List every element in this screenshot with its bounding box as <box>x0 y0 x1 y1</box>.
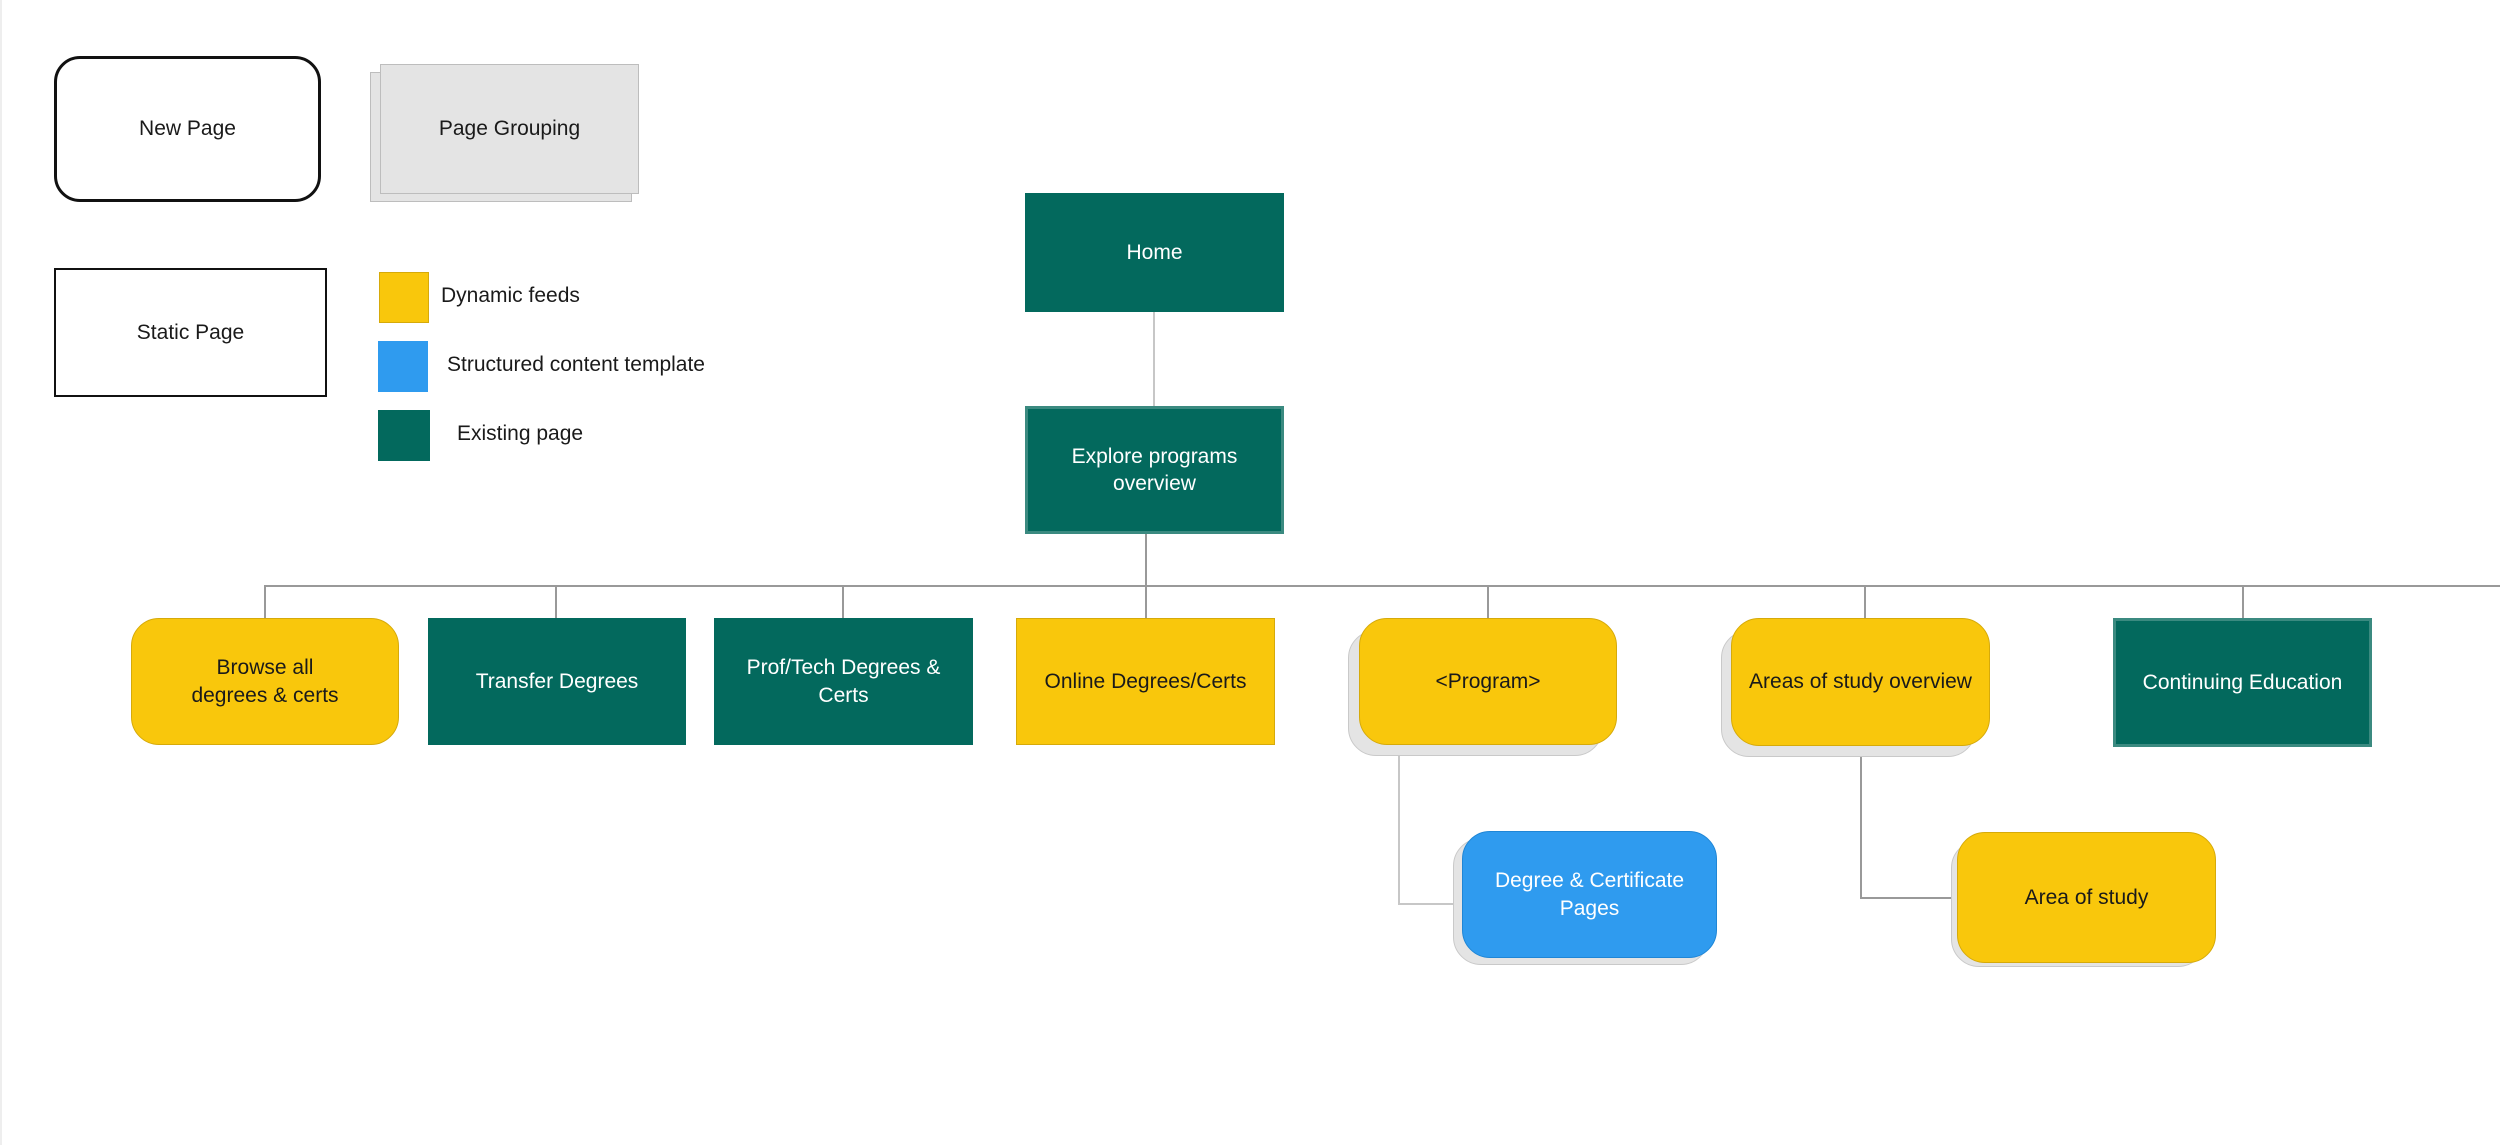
connector-horizontal-bus <box>264 585 2500 587</box>
node-continuing-education[interactable]: Continuing Education <box>2113 618 2372 747</box>
connector-areas-child-horizontal <box>1860 897 1952 899</box>
node-area-of-study[interactable]: Area of study <box>1957 832 2216 963</box>
connector-program <box>1487 585 1489 618</box>
connector-areas-overview <box>1864 585 1866 618</box>
node-home-label: Home <box>1126 240 1183 264</box>
node-continuing-ed-label: Continuing Education <box>2142 670 2343 694</box>
node-areas-overview-label: Areas of study overview <box>1749 670 1972 694</box>
connector-explore-trunk <box>1145 534 1147 618</box>
connector-transfer <box>555 585 557 618</box>
node-online-degrees[interactable]: Online Degrees/Certs <box>1016 618 1275 745</box>
node-browse-all-label: Browse all degrees & certs <box>191 656 339 707</box>
connector-home-explore <box>1153 312 1155 407</box>
connector-continuing-ed <box>2242 585 2244 618</box>
legend-page-grouping: Page Grouping <box>380 64 639 194</box>
node-areas-of-study-overview[interactable]: Areas of study overview <box>1731 618 1990 746</box>
legend-dynamic-feeds-label: Dynamic feeds <box>441 284 580 307</box>
node-program-label: <Program> <box>1435 669 1541 693</box>
legend-new-page-label: New Page <box>139 117 236 140</box>
connector-prof-tech <box>842 585 844 618</box>
node-area-of-study-label: Area of study <box>2024 885 2149 909</box>
legend-static-page-label: Static Page <box>136 320 245 344</box>
node-online-label: Online Degrees/Certs <box>1044 669 1247 693</box>
connector-program-child-horizontal <box>1398 903 1454 905</box>
node-transfer-degrees-label: Transfer Degrees <box>475 669 639 693</box>
node-home[interactable]: Home <box>1025 193 1284 312</box>
node-explore-label: Explore programs overview <box>1071 444 1238 495</box>
left-edge-divider <box>0 0 2 1145</box>
connector-browse-all <box>264 585 266 618</box>
legend-static-page: Static Page <box>54 268 327 397</box>
node-transfer-degrees[interactable]: Transfer Degrees <box>428 618 686 745</box>
node-degree-certificate-pages[interactable]: Degree & Certificate Pages <box>1462 831 1717 958</box>
legend-new-page: New Page <box>54 56 321 202</box>
legend-existing-page-swatch <box>378 410 430 461</box>
node-explore-programs-overview[interactable]: Explore programs overview <box>1025 406 1284 534</box>
node-prof-tech-degrees[interactable]: Prof/Tech Degrees & Certs <box>714 618 973 745</box>
connector-program-child-vertical <box>1398 754 1400 904</box>
legend-existing-page-label: Existing page <box>457 422 584 445</box>
node-prof-tech-label: Prof/Tech Degrees & Certs <box>746 656 941 707</box>
node-program[interactable]: <Program> <box>1359 618 1617 745</box>
node-degree-cert-label: Degree & Certificate Pages <box>1494 869 1685 920</box>
legend-dynamic-feeds-swatch <box>379 272 429 323</box>
legend-page-grouping-label: Page Grouping <box>438 117 581 140</box>
legend-structured-template-label: Structured content template <box>447 353 705 376</box>
connector-areas-child-vertical <box>1860 746 1862 898</box>
legend-structured-template-swatch <box>378 341 428 392</box>
node-browse-all[interactable]: Browse all degrees & certs <box>131 618 399 745</box>
